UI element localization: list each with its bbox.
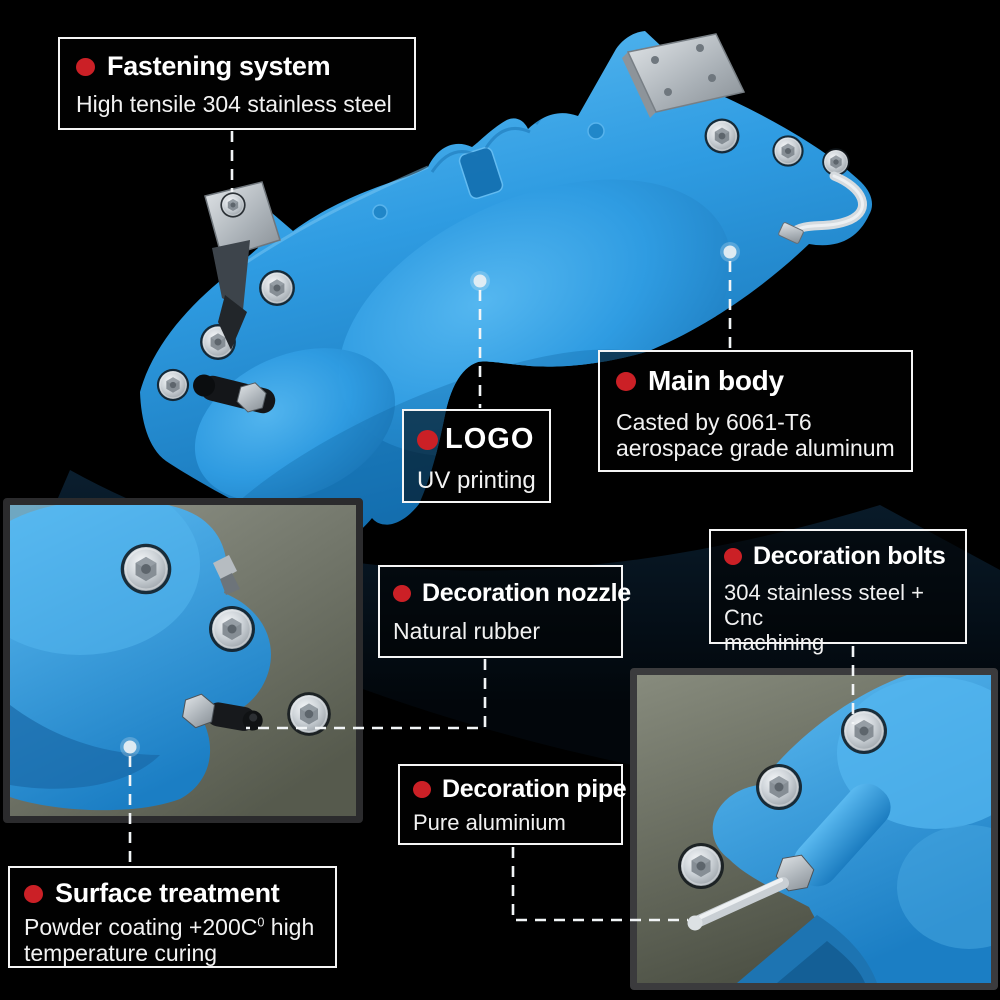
mounting-bracket-plate — [622, 33, 746, 118]
callout-desc: Pure aluminium — [413, 810, 566, 835]
red-dot-icon — [76, 57, 95, 76]
inset-photo-pipe — [630, 668, 998, 990]
callout-decoration-pipe: Decoration pipe Pure aluminium — [398, 764, 627, 845]
red-dot-icon — [24, 884, 43, 903]
fastening-bracket — [204, 181, 281, 350]
callout-decoration-bolts: Decoration bolts 304 stainless steel + C… — [709, 529, 967, 655]
callout-title: Decoration pipe — [442, 775, 627, 803]
callout-title: Main body — [648, 365, 784, 396]
callout-desc: High tensile 304 stainless steel — [76, 91, 392, 117]
callout-surface-treatment: Surface treatment Powder coating +200C0 … — [8, 866, 337, 968]
callout-fastening-system: Fastening system High tensile 304 stainl… — [58, 37, 416, 130]
decoration-bolt — [703, 117, 741, 155]
brake-hose — [778, 171, 867, 244]
decoration-bolt — [258, 269, 296, 307]
callout-title: Fastening system — [107, 51, 331, 81]
callout-logo: LOGO UV printing — [402, 409, 551, 503]
callout-title: Surface treatment — [55, 878, 280, 908]
pipe-closeup — [687, 783, 891, 931]
inset-photo-nozzle — [3, 498, 363, 823]
red-dot-icon — [724, 548, 742, 565]
decoration-bolt — [771, 134, 805, 168]
callout-title: Decoration bolts — [753, 542, 946, 570]
callout-desc: 304 stainless steel + Cnc machining — [724, 580, 924, 656]
red-dot-icon — [393, 585, 411, 602]
bleed-nozzle — [193, 374, 276, 414]
callout-main-body: Main body Casted by 6061-T6 aerospace gr… — [598, 350, 913, 472]
decoration-bolt — [156, 368, 190, 402]
red-dot-icon — [413, 781, 431, 798]
callout-desc: Casted by 6061-T6 aerospace grade alumin… — [616, 409, 895, 462]
red-dot-icon — [417, 429, 438, 450]
callout-desc: Natural rubber — [393, 618, 541, 644]
red-dot-icon — [616, 371, 636, 391]
callout-title: LOGO — [445, 423, 535, 455]
decoration-bolt — [821, 147, 851, 177]
callout-desc: Powder coating +200C0 high temperature c… — [24, 914, 315, 967]
callout-title: Decoration nozzle — [422, 579, 631, 607]
callout-decoration-nozzle: Decoration nozzle Natural rubber — [378, 565, 631, 658]
callout-desc: UV printing — [417, 467, 536, 494]
